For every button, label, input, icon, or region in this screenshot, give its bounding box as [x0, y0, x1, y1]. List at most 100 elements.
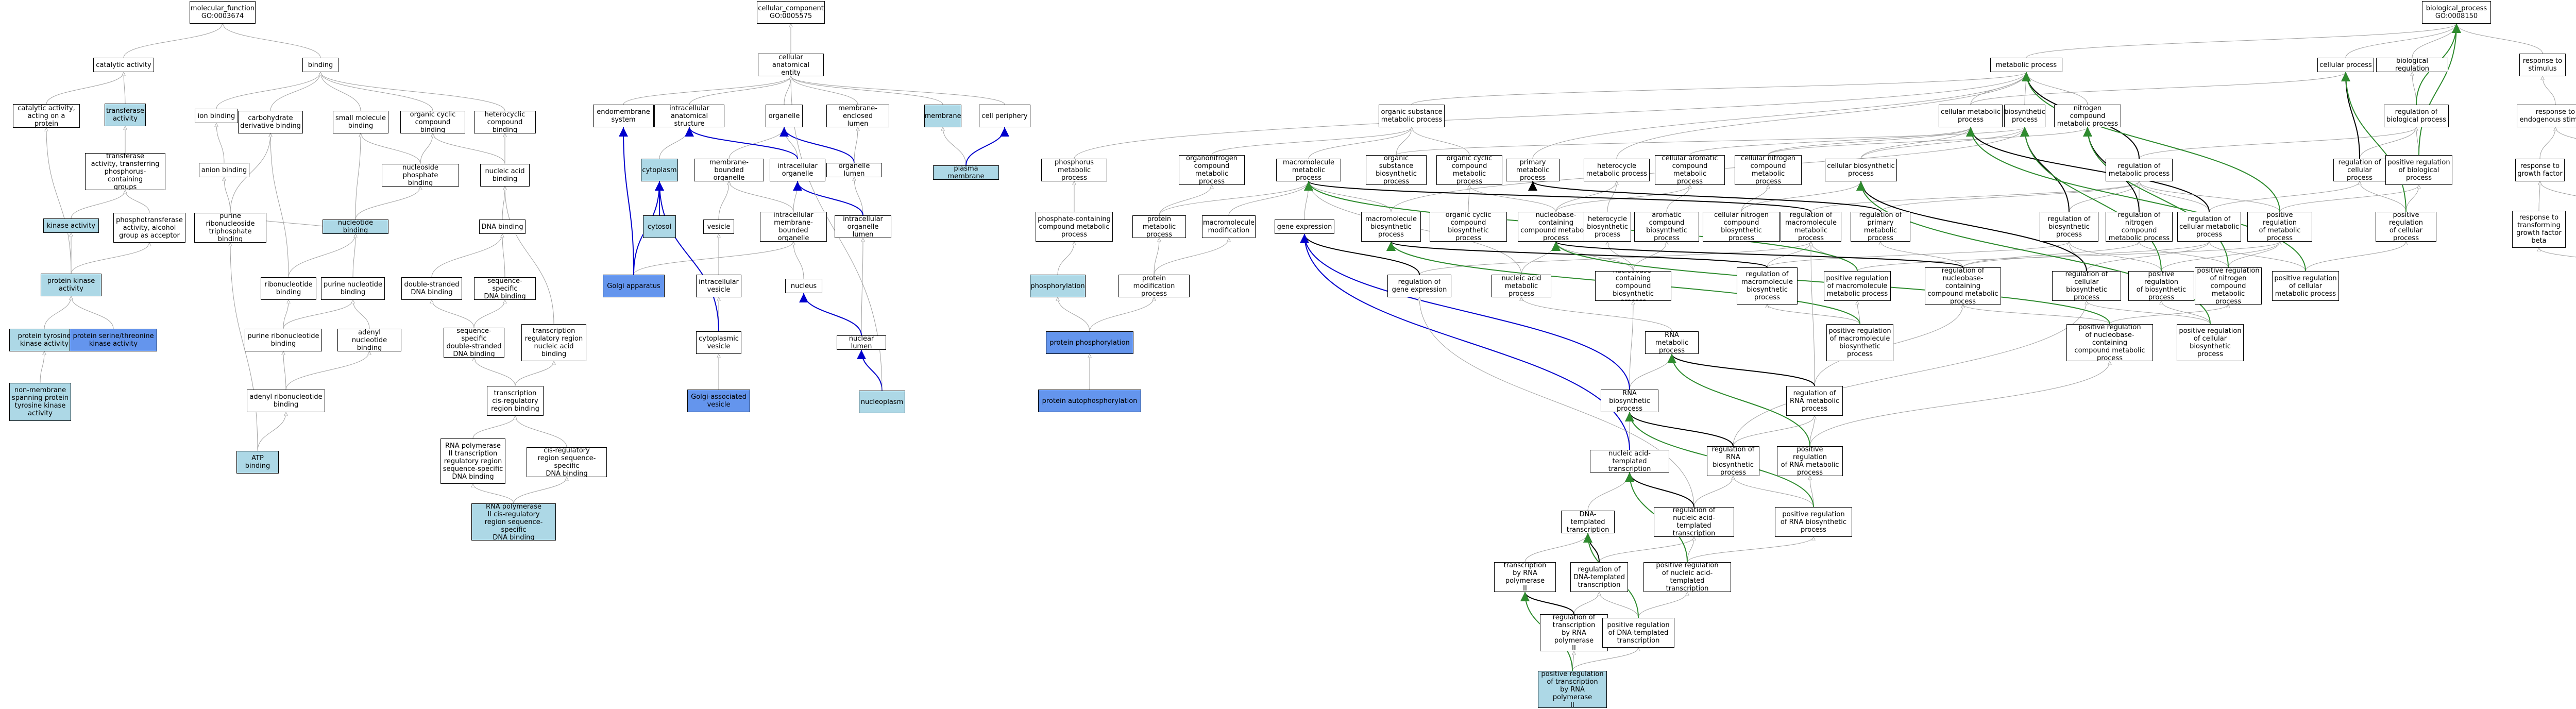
- term-node-nlumen[interactable]: nuclear lumen: [837, 335, 886, 350]
- term-node-nmptk[interactable]: non-membrane spanning protein tyrosine k…: [9, 383, 71, 421]
- term-node-posregtrpol2[interactable]: positive regulation of transcription by …: [1538, 671, 1607, 708]
- term-node-cncmp[interactable]: cellular nitrogen compound metabolic pro…: [1735, 155, 1802, 185]
- term-node-posregmp[interactable]: positive regulation of metabolic process: [2247, 212, 2312, 242]
- term-node-ncbp[interactable]: nucleobase-containing compound biosynthe…: [1595, 271, 1671, 301]
- term-node-nucleus[interactable]: nucleus: [785, 279, 822, 293]
- term-node-posregbiosynth[interactable]: positive regulation of biosynthetic proc…: [2128, 271, 2194, 301]
- term-node-cat[interactable]: catalytic activity: [93, 58, 154, 72]
- term-node-regrnabp[interactable]: regulation of RNA biosynthetic process: [1707, 446, 1759, 476]
- term-node-regcbp[interactable]: regulation of cellular biosynthetic proc…: [2052, 271, 2121, 301]
- term-node-purnuc[interactable]: purine nucleotide binding: [321, 277, 385, 300]
- term-node-cncbp[interactable]: cellular nitrogen compound biosynthetic …: [1703, 212, 1780, 242]
- term-node-macromp[interactable]: macromolecule metabolic process: [1276, 159, 1341, 181]
- term-node-dsdna[interactable]: double-stranded DNA binding: [401, 277, 462, 300]
- term-node-occb[interactable]: organic cyclic compound binding: [400, 111, 465, 133]
- term-node-regncmp[interactable]: regulation of nitrogen compound metaboli…: [2106, 212, 2173, 242]
- term-node-ncmp[interactable]: nitrogen compound metabolic process: [2054, 105, 2121, 127]
- term-node-posregnccmp[interactable]: positive regulation of nucleobase-contai…: [2066, 324, 2153, 361]
- term-node-adenylnuc[interactable]: adenyl nucleotide binding: [337, 329, 401, 351]
- term-node-ias[interactable]: intracellular anatomical structure: [654, 105, 724, 127]
- term-node-cc[interactable]: cellular_component GO:0005575: [757, 1, 825, 24]
- term-node-occbp[interactable]: organic cyclic compound biosynthetic pro…: [1430, 212, 1507, 242]
- term-node-cytosol[interactable]: cytosol: [643, 215, 676, 238]
- term-node-cmp[interactable]: cellular metabolic process: [1939, 105, 2003, 127]
- term-node-trrna[interactable]: transcription regulatory region nucleic …: [521, 324, 586, 361]
- term-node-protmp[interactable]: protein metabolic process: [1132, 215, 1186, 238]
- term-node-nphos[interactable]: nucleoside phosphate binding: [382, 164, 459, 187]
- term-node-olumen[interactable]: organelle lumen: [826, 163, 882, 177]
- term-node-occmp[interactable]: organic cyclic compound metabolic proces…: [1436, 155, 1502, 185]
- term-node-regmacrobp[interactable]: regulation of macromolecule biosynthetic…: [1737, 267, 1798, 305]
- term-node-regcmp[interactable]: regulation of cellular metabolic process: [2177, 212, 2241, 242]
- term-node-phoscmp[interactable]: phosphate-containing compound metabolic …: [1036, 212, 1113, 242]
- term-node-resptgfb[interactable]: response to transforming growth factor b…: [2512, 211, 2566, 248]
- term-node-onmp[interactable]: organonitrogen compound metabolic proces…: [1179, 155, 1245, 185]
- term-node-regmacromp[interactable]: regulation of macromolecule metabolic pr…: [1781, 212, 1841, 242]
- term-node-pribo[interactable]: purine ribonucleotide binding: [245, 329, 322, 351]
- term-node-posregrnabp[interactable]: positive regulation of RNA biosynthetic …: [1775, 507, 1852, 537]
- term-node-vesicle[interactable]: vesicle: [703, 220, 734, 234]
- term-node-mbo[interactable]: membrane-bounded organelle: [694, 159, 764, 181]
- term-node-regbp[interactable]: regulation of biological process: [2384, 105, 2449, 127]
- term-node-protmod[interactable]: protein modification process: [1118, 275, 1190, 297]
- term-node-bind[interactable]: binding: [302, 58, 338, 72]
- term-node-mf[interactable]: molecular_function GO:0003674: [190, 1, 256, 24]
- term-node-cat_prot[interactable]: catalytic activity, acting on a protein: [13, 104, 80, 128]
- term-node-membrane[interactable]: membrane: [924, 105, 961, 127]
- term-node-trpol2[interactable]: transcription by RNA polymerase II: [1494, 562, 1556, 592]
- term-node-cae[interactable]: cellular anatomical entity: [758, 54, 824, 76]
- term-node-meo[interactable]: membrane-enclosed lumen: [826, 105, 889, 127]
- term-node-ribonuc[interactable]: ribonucleotide binding: [261, 277, 316, 300]
- term-node-hcb[interactable]: heterocyclic compound binding: [474, 111, 536, 133]
- term-node-ptk[interactable]: protein tyrosine kinase activity: [9, 329, 79, 351]
- term-node-posregcbp[interactable]: positive regulation of cellular biosynth…: [2177, 324, 2244, 361]
- term-node-nucleoplasm[interactable]: nucleoplasm: [859, 391, 905, 413]
- term-node-endo[interactable]: endomembrane system: [593, 105, 654, 127]
- term-node-dnatt[interactable]: DNA-templated transcription: [1561, 511, 1615, 533]
- term-node-golgives[interactable]: Golgi-associated vesicle: [687, 390, 750, 412]
- term-node-posregcp[interactable]: positive regulation of cellular process: [2376, 212, 2436, 242]
- term-node-golgi[interactable]: Golgi apparatus: [603, 275, 665, 297]
- term-node-dnab[interactable]: DNA binding: [479, 220, 526, 234]
- term-node-posregdnatt[interactable]: positive regulation of DNA-templated tra…: [1602, 618, 1674, 648]
- term-node-regbiosynth[interactable]: regulation of biosynthetic process: [2040, 212, 2098, 242]
- term-node-pm[interactable]: plasma membrane: [933, 165, 999, 180]
- term-node-protautophos[interactable]: protein autophosphorylation: [1038, 390, 1141, 412]
- term-node-pk[interactable]: protein kinase activity: [41, 274, 101, 296]
- term-node-adribo[interactable]: adenyl ribonucleotide binding: [247, 390, 325, 412]
- term-node-bioreg[interactable]: biological regulation: [2376, 58, 2448, 72]
- term-node-osbp[interactable]: organic substance biosynthetic process: [1366, 155, 1427, 185]
- term-node-cellproc[interactable]: cellular process: [2317, 58, 2374, 72]
- term-node-prntp[interactable]: purine ribonucleoside triphosphate bindi…: [194, 213, 266, 243]
- term-node-bp[interactable]: biological_process GO:0008150: [2422, 1, 2491, 24]
- term-node-hetmp[interactable]: heterocycle metabolic process: [1584, 159, 1650, 181]
- term-node-regnatt[interactable]: regulation of nucleic acid-templated tra…: [1654, 507, 1734, 537]
- term-node-smb[interactable]: small molecule binding: [333, 111, 388, 133]
- term-node-ssds[interactable]: sequence-specific double-stranded DNA bi…: [444, 328, 504, 358]
- term-node-imbo[interactable]: intracellular membrane-bounded organelle: [760, 212, 827, 242]
- term-node-regcp[interactable]: regulation of cellular process: [2333, 159, 2386, 181]
- term-node-biosynth[interactable]: biosynthetic process: [2004, 105, 2045, 127]
- term-node-reggeneexp[interactable]: regulation of gene expression: [1387, 275, 1451, 297]
- term-node-respendo[interactable]: response to endogenous stimulus: [2517, 105, 2576, 127]
- term-node-rnap2tr[interactable]: RNA polymerase II transcription regulato…: [440, 438, 505, 484]
- term-node-ssdna[interactable]: sequence-specific DNA binding: [474, 277, 536, 300]
- term-node-posregcmp[interactable]: positive regulation of cellular metaboli…: [2272, 271, 2339, 301]
- term-node-posregbp[interactable]: positive regulation of biological proces…: [2385, 155, 2452, 185]
- term-node-posregncmp[interactable]: positive regulation of nitrogen compound…: [2195, 267, 2262, 305]
- term-node-natt[interactable]: nucleic acid-templated transcription: [1590, 450, 1669, 472]
- term-node-osmp[interactable]: organic substance metabolic process: [1379, 105, 1445, 127]
- term-node-metproc[interactable]: metabolic process: [1990, 58, 2062, 72]
- term-node-regmp[interactable]: regulation of metabolic process: [2106, 159, 2173, 181]
- term-node-cisreg[interactable]: cis-regulatory region sequence-specific …: [527, 447, 607, 477]
- term-node-posregmacromp[interactable]: positive regulation of macromolecule met…: [1824, 271, 1891, 301]
- term-node-cbp[interactable]: cellular biosynthetic process: [1825, 159, 1897, 181]
- term-node-phosphotrans[interactable]: phosphotransferase activity, alcohol gro…: [113, 213, 185, 243]
- term-node-regnccmp[interactable]: regulation of nucleobase-containing comp…: [1925, 267, 2001, 305]
- term-node-ivesicle[interactable]: intracellular vesicle: [696, 275, 741, 297]
- term-node-ion[interactable]: ion binding: [195, 109, 238, 123]
- term-node-cytoplasm[interactable]: cytoplasm: [641, 159, 678, 181]
- term-node-posregrnamp[interactable]: positive regulation of RNA metabolic pro…: [1777, 446, 1843, 476]
- term-node-anion[interactable]: anion binding: [199, 163, 249, 177]
- term-node-primp[interactable]: primary metabolic process: [1506, 159, 1560, 181]
